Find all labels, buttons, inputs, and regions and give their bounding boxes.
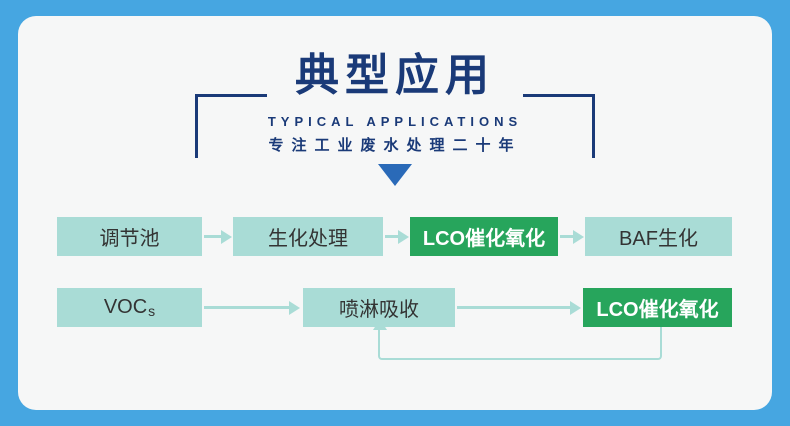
node-label: VOC: [103, 296, 148, 318]
page-title: 典型应用: [295, 51, 495, 100]
feedback-loop-arrow: [373, 319, 662, 360]
arrow-head: [573, 229, 584, 244]
title-bracket-top-right-line: [523, 94, 595, 97]
arrow-shaft: [204, 235, 221, 238]
node-label: LCO催化氧化: [596, 299, 719, 321]
page-subtitle: TYPICAL APPLICATIONS: [267, 114, 523, 129]
node-biochemical-treatment: 生化处理: [233, 217, 383, 256]
arrow-shaft: [560, 235, 573, 238]
arrow-head: [221, 229, 232, 244]
arrow-shaft: [457, 306, 570, 309]
node-label: BAF生化: [619, 228, 698, 250]
arrow-right-icon: [457, 288, 581, 327]
arrow-shaft: [204, 306, 289, 309]
arrow-head: [289, 300, 300, 315]
node-baf-biochemical: BAF生化: [585, 217, 732, 256]
arrow-right-icon: [204, 288, 300, 327]
content-card: 典型应用 TYPICAL APPLICATIONS 专注工业废水处理二十年 调节…: [18, 16, 772, 410]
node-label: LCO催化氧化: [422, 228, 546, 250]
arrow-up-head: [373, 319, 387, 330]
arrow-right-icon: [385, 217, 409, 256]
title-bracket-top-left-line: [195, 94, 267, 97]
tagline: 专注工业废水处理二十年: [268, 137, 522, 154]
title-bracket-right-line: [592, 94, 595, 158]
node-label: 生化处理: [268, 228, 348, 250]
node-lco-catalytic-oxidation-2: LCO催化氧化: [583, 288, 732, 327]
node-adjusting-tank: 调节池: [57, 217, 202, 256]
arrow-right-icon: [204, 217, 232, 256]
node-label: 喷淋吸收: [339, 299, 419, 321]
arrow-head: [398, 229, 409, 244]
arrow-shaft: [385, 235, 398, 238]
arrow-right-icon: [560, 217, 584, 256]
node-label: 调节池: [99, 228, 160, 250]
node-lco-catalytic-oxidation: LCO催化氧化: [410, 217, 558, 256]
node-vocs: VOC s: [57, 288, 202, 327]
down-arrow-icon: [378, 164, 412, 186]
arrow-head: [570, 300, 581, 315]
node-label-subscript: s: [148, 302, 156, 319]
title-bracket-left-line: [195, 94, 198, 158]
